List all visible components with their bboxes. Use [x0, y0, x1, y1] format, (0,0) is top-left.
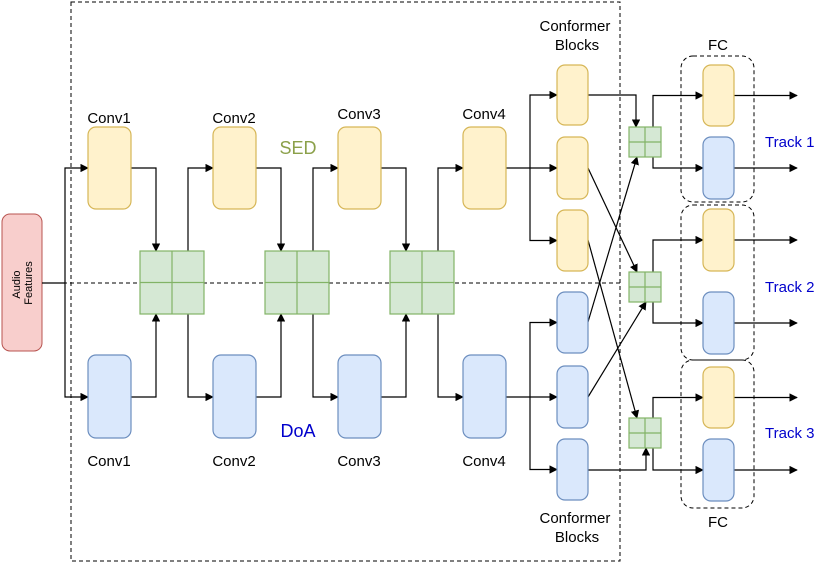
wire-fusion1-to-doa-conv2: [187, 314, 214, 402]
doa-conv4-label: Conv4: [462, 453, 505, 470]
wire-input-to-doa-conv1: [64, 283, 89, 402]
wire-conformer-sed1-to-fusion1: [588, 94, 641, 128]
wire-fusion2-to-sed-conv3: [312, 163, 339, 251]
track-2-label: Track 2: [765, 279, 814, 296]
wire-conformer-doa1-to-fusion1: [587, 156, 639, 323]
conformer-sed-block-3: [556, 209, 589, 272]
conformer-doa-block-2: [556, 365, 589, 429]
track-1-label: Track 1: [765, 134, 814, 151]
doa-branch-label: DoA: [280, 421, 315, 441]
conformer-sed-block-2: [556, 136, 589, 200]
sed-conv4-label: Conv4: [462, 106, 505, 123]
fc-bottom-label: FC: [708, 514, 728, 531]
conformer-sed-block-1: [556, 64, 589, 126]
conformer-top-label: Conformer Blocks: [539, 18, 614, 54]
fc-top-label: FC: [708, 37, 728, 54]
wire-sed-conv1-to-fusion: [131, 167, 161, 252]
wire-doa-conv4-to-conformer-1: [529, 318, 558, 397]
wire-sed-conv4-to-conformer-3: [529, 168, 558, 245]
wire-doa-conv3-to-fusion: [381, 313, 411, 398]
doa-conv3-block: [337, 354, 382, 439]
fc-doa-block-3: [702, 438, 735, 502]
wire-conformer-sed2-to-fusion2: [587, 167, 638, 273]
sed-branch-label: SED: [279, 138, 316, 158]
doa-conv3-label: Conv3: [337, 453, 380, 470]
block-layer: [87, 55, 755, 509]
wire-fusion3-to-doa-conv4: [437, 314, 464, 402]
wire-fusion3-to-sed-conv4: [437, 163, 464, 251]
wire-doa-conv1-to-fusion: [131, 313, 161, 398]
model-container: [70, 1, 621, 562]
conformer-bottom-label: Conformer Blocks: [539, 510, 614, 546]
wire-conformer-doa3-to-fusion3: [588, 447, 651, 471]
sed-conv4-block: [462, 126, 507, 210]
wire-fusion1-to-sed-conv2: [187, 163, 214, 251]
doa-conv2-block: [212, 354, 257, 439]
fc-doa-block-2: [702, 291, 735, 355]
fc-group-1: [680, 55, 755, 203]
wire-doa-conv4-to-conformer-3: [529, 397, 558, 474]
sed-conv1-label: Conv1: [87, 110, 130, 127]
sed-conv2-block: [212, 126, 257, 210]
track-3-label: Track 3: [765, 425, 814, 442]
audio-features-label: Audio Features: [11, 261, 35, 305]
conformer-doa-block-3: [556, 438, 589, 501]
fc-group-3: [680, 359, 755, 509]
doa-conv1-label: Conv1: [87, 453, 130, 470]
wire-doa-conv2-to-fusion: [256, 313, 286, 398]
wire-conformer-sed3-to-fusion3: [587, 239, 640, 419]
fc-sed-block-3: [702, 366, 735, 429]
doa-conv4-block: [462, 354, 507, 439]
wire-conformer-doa2-to-fusion2: [587, 301, 647, 398]
fc-sed-block-2: [702, 208, 735, 272]
conformer-doa-block-1: [556, 291, 589, 354]
wire-fusion2-to-doa-conv3: [312, 314, 339, 402]
doa-conv1-block: [87, 354, 132, 439]
wire-sed-conv3-to-fusion: [381, 167, 411, 252]
sed-conv3-label: Conv3: [337, 106, 380, 123]
sed-conv3-block: [337, 126, 382, 210]
sed-conv1-block: [87, 126, 132, 210]
fc-sed-block-1: [702, 64, 735, 127]
wire-sed-conv4-to-conformer-1: [529, 90, 558, 168]
wire-input-to-sed-conv1: [64, 163, 89, 283]
wire-sed-conv2-to-fusion: [256, 167, 286, 252]
fc-doa-block-1: [702, 136, 735, 200]
sed-conv2-label: Conv2: [212, 110, 255, 127]
doa-conv2-label: Conv2: [212, 453, 255, 470]
